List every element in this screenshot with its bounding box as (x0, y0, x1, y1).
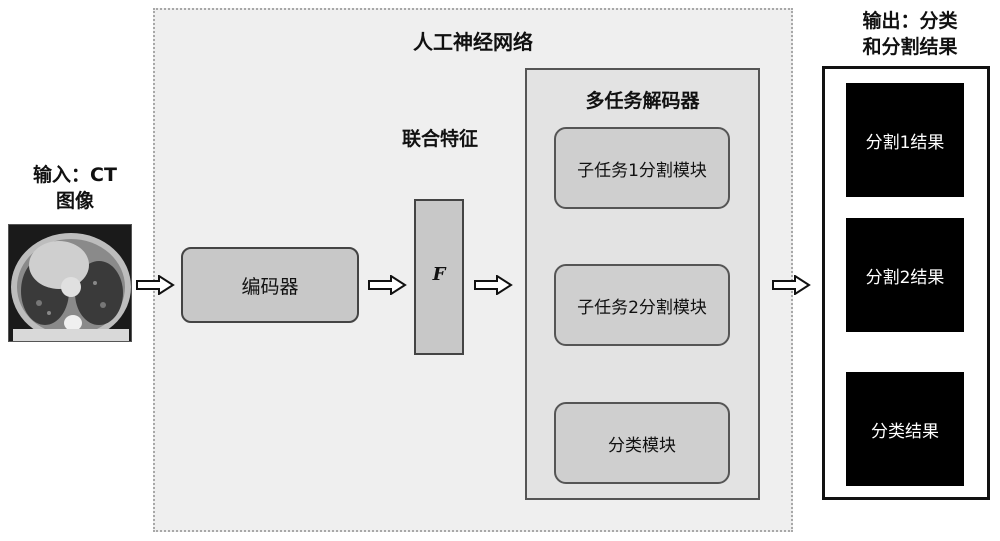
network-title: 人工神经网络 (413, 30, 533, 54)
subtask1-segmentation-module: 子任务1分割模块 (554, 127, 730, 209)
arrow-right-icon (772, 275, 811, 295)
decoder-title: 多任务解码器 (585, 90, 700, 112)
classification-result: 分类结果 (846, 372, 964, 486)
result-label: 分类结果 (871, 421, 939, 442)
ct-scan-image (8, 224, 132, 342)
segmentation1-result: 分割1结果 (846, 83, 964, 197)
input-label: 输入：CT 图像 (0, 162, 150, 214)
input-label-line1: 输入：CT (33, 164, 117, 186)
feature-symbol: F (432, 264, 446, 285)
arrow-right-icon (368, 275, 407, 295)
arrow-right-icon (474, 275, 513, 295)
result-label: 分割2结果 (865, 267, 945, 288)
module-label: 分类模块 (608, 435, 676, 456)
ct-scan-graphic (9, 225, 131, 341)
module-label: 子任务1分割模块 (577, 160, 707, 181)
classification-module: 分类模块 (554, 402, 730, 484)
encoder-block: 编码器 (181, 247, 359, 323)
arrow-right-icon (136, 275, 175, 295)
encoder-label: 编码器 (241, 275, 299, 298)
module-label: 子任务2分割模块 (577, 297, 707, 318)
subtask2-segmentation-module: 子任务2分割模块 (554, 264, 730, 346)
feature-map-block: F (414, 199, 464, 355)
output-label-line2: 和分割结果 (862, 36, 958, 58)
output-label: 输出：分类 和分割结果 (820, 8, 1000, 60)
joint-feature-label: 联合特征 (401, 128, 478, 150)
segmentation2-result: 分割2结果 (846, 218, 964, 332)
output-label-line1: 输出：分类 (862, 10, 958, 32)
result-label: 分割1结果 (865, 132, 945, 153)
input-label-line2: 图像 (55, 190, 94, 212)
